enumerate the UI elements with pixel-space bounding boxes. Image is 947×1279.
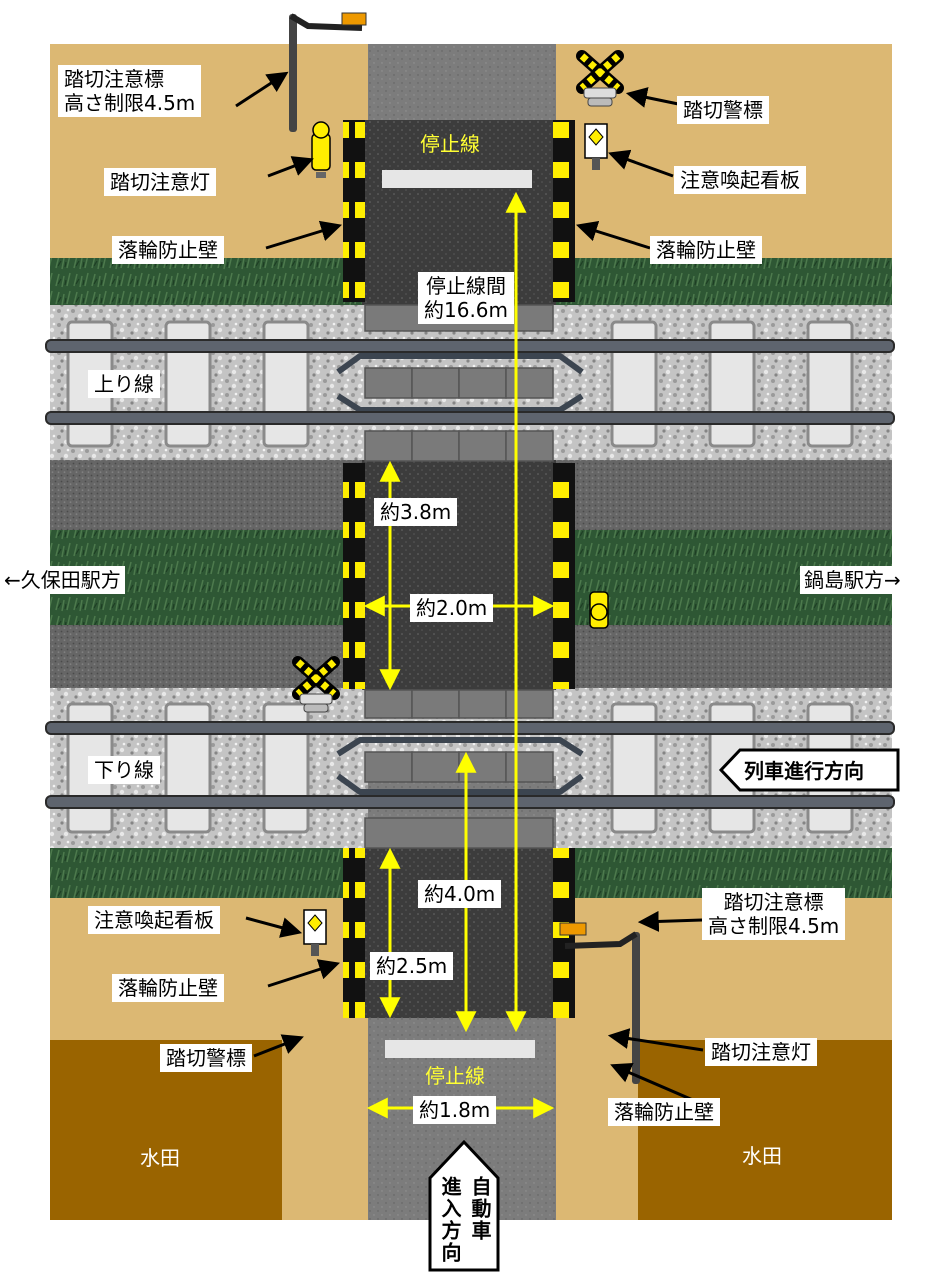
label-wheel-wall-bottom-left: 落輪防止壁 (112, 974, 224, 1002)
rails (45, 339, 895, 809)
label-wheel-wall-top-left: 落輪防止壁 (112, 236, 224, 264)
label-up-line: 上り線 (88, 370, 160, 398)
label-dim-1-8: 約1.8m (413, 1096, 497, 1124)
label-warning-sign-top: 踏切警標 (677, 96, 769, 124)
caution-sign-bottom-right (559, 922, 640, 1084)
label-caution-light-bottom: 踏切注意灯 (705, 1038, 817, 1066)
paddy-field-right (638, 1040, 892, 1220)
label-stop-line-bottom: 停止線 (425, 1064, 485, 1088)
stop-line-bottom (385, 1040, 535, 1058)
label-alert-board-top: 注意喚起看板 (674, 166, 806, 194)
label-car-direction-col2: 進入方向 (438, 1176, 462, 1264)
label-car-direction-col1: 自動車 (468, 1176, 492, 1242)
label-wheel-wall-bottom-right: 落輪防止壁 (608, 1098, 720, 1126)
label-stop-line-top: 停止線 (420, 132, 480, 156)
label-right-station: 鍋島駅方→ (800, 566, 905, 594)
label-paddy-right: 水田 (742, 1144, 782, 1168)
label-left-station: ←久保田駅方 (0, 566, 125, 594)
label-caution-sign-top: 踏切注意標 高さ制限4.5m (58, 65, 202, 117)
label-paddy-left: 水田 (140, 1146, 180, 1170)
label-stop-distance: 停止線間 約16.6m (418, 272, 515, 324)
car-entry-arrow (428, 1139, 500, 1272)
caution-sign-top-left (289, 12, 367, 132)
label-alert-board-bottom: 注意喚起看板 (88, 906, 220, 934)
caution-light-bottom-right (589, 591, 609, 652)
stop-line-top (382, 170, 532, 188)
label-train-direction: 列車進行方向 (744, 759, 864, 783)
warning-sign-bottom-left (292, 656, 340, 713)
label-warning-sign-bottom: 踏切警標 (160, 1044, 252, 1072)
alert-board-top-right (584, 123, 608, 170)
measurement-lines (363, 191, 555, 1119)
caution-light-top-left (311, 121, 331, 178)
label-caution-light-top: 踏切注意灯 (104, 168, 216, 196)
warning-sign-top-right (576, 50, 624, 107)
pointer-arrows (235, 71, 717, 1112)
road-approach-top (368, 44, 556, 120)
wheel-guard-walls (343, 120, 575, 1018)
label-caution-sign-bottom: 踏切注意標 高さ制限4.5m (702, 888, 846, 940)
label-down-line: 下り線 (88, 756, 160, 784)
label-dim-2-5: 約2.5m (370, 952, 454, 980)
alert-board-bottom-left (303, 909, 327, 956)
label-dim-2-0: 約2.0m (410, 594, 494, 622)
label-wheel-wall-top-right: 落輪防止壁 (650, 236, 762, 264)
label-dim-4-0: 約4.0m (418, 880, 502, 908)
label-dim-3-8: 約3.8m (374, 498, 458, 526)
train-direction-arrow (718, 748, 900, 792)
